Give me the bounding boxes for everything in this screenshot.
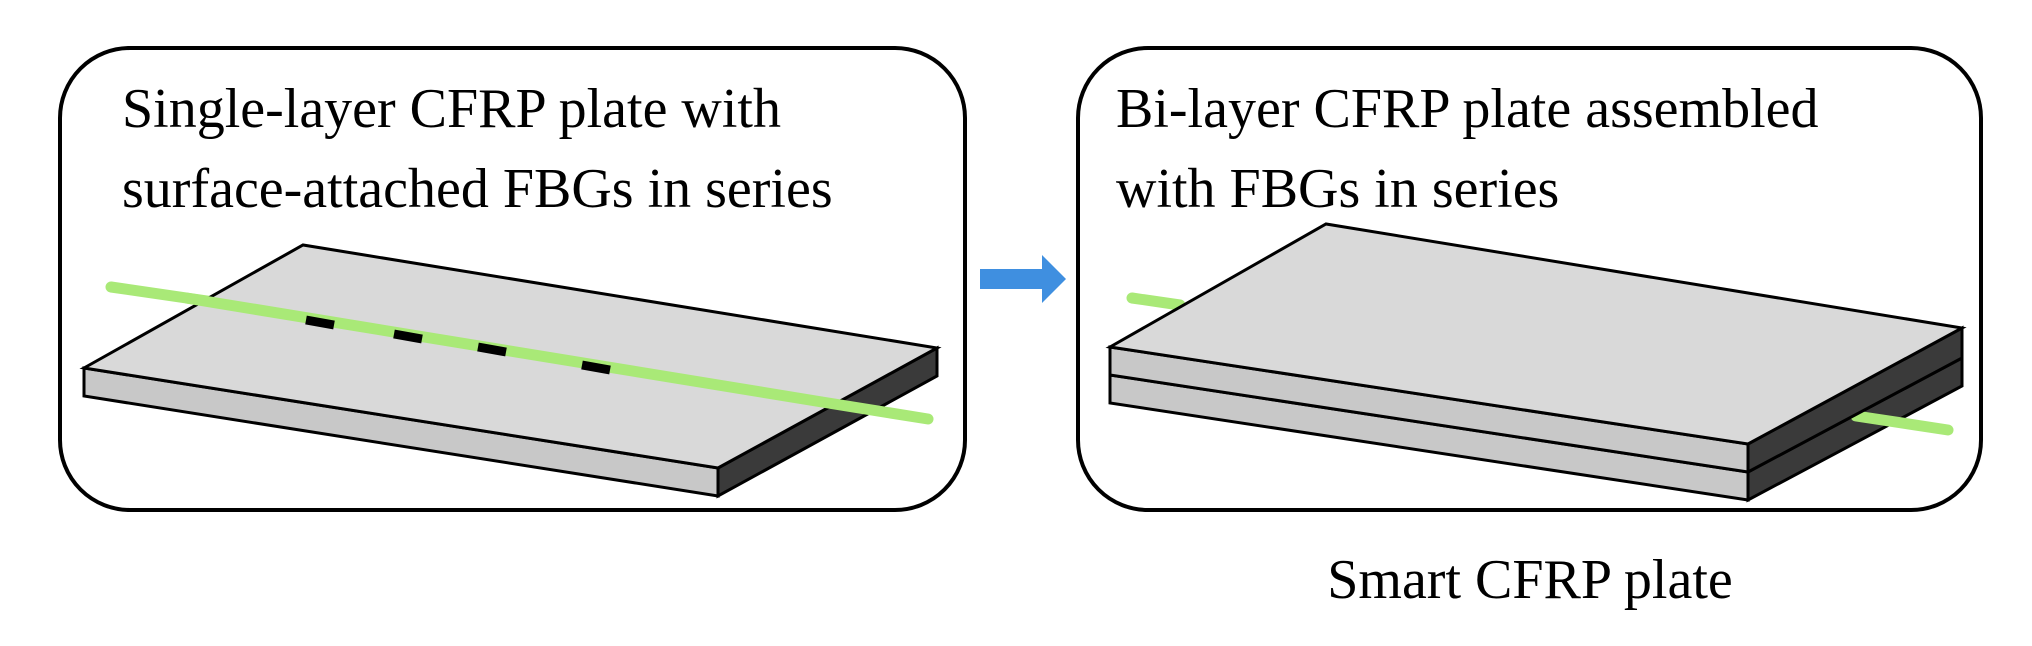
optical-fiber-right-entry — [1126, 292, 1186, 311]
fbg-grating-2 — [393, 329, 423, 344]
panel-bi-layer-caption-line-2: with FBGs in series — [1116, 158, 1559, 220]
panel-single-layer-caption-line-1: Single-layer CFRP plate with — [122, 78, 781, 140]
panel-single-layer-caption-line-2: surface-attached FBGs in series — [122, 158, 833, 220]
fbg-grating-1 — [305, 315, 335, 330]
fbg-grating-3 — [477, 342, 507, 357]
panel-bi-layer-caption-line-1: Bi-layer CFRP plate assembled — [1116, 78, 1819, 140]
panel-bi-layer: Bi-layer CFRP plate assembled with FBGs … — [1076, 46, 1983, 512]
bi-layer-upper-plate-top — [1105, 222, 1967, 446]
transition-arrow-shape — [980, 255, 1066, 303]
optical-fiber-right-exit — [1850, 410, 1954, 436]
right-arrow-icon — [980, 255, 1066, 303]
optical-fiber-left-exit — [816, 396, 934, 425]
smart-cfrp-plate-label: Smart CFRP plate — [1327, 549, 1733, 611]
fbg-grating-4 — [581, 360, 611, 375]
panel-single-layer: Single-layer CFRP plate with surface-att… — [58, 46, 967, 512]
